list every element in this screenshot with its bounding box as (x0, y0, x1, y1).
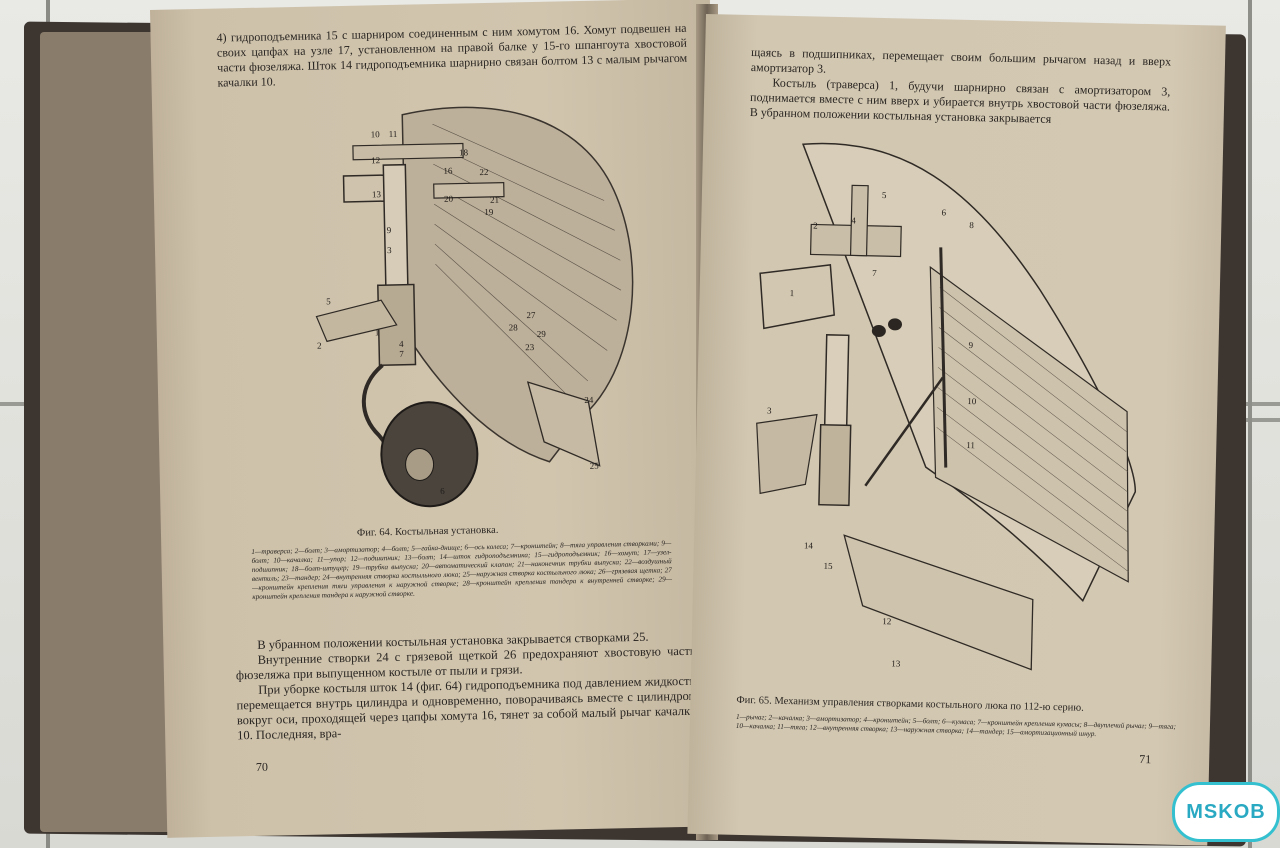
fig65-callout-label: 2 (813, 220, 818, 230)
fig64-callout-label: 2 (317, 340, 322, 350)
fig65-callout-label: 14 (804, 540, 814, 550)
fig65-callout-label: 1 (790, 288, 795, 298)
watermark-logo: MSKOB (1172, 782, 1280, 842)
fig65-callout-label: 5 (882, 190, 887, 200)
body-paragraph: При уборке костыля шток 14 (фиг. 64) гид… (236, 673, 697, 743)
figure-65-caption: Фиг. 65. Механизм управления створками к… (736, 694, 1084, 714)
fig65-callout-label: 3 (767, 405, 772, 415)
right-top-text: щаясь в подшипниках, перемещает своим бо… (750, 45, 1172, 130)
fig65-callout-label: 7 (872, 268, 877, 278)
fig64-callout-label: 13 (372, 189, 382, 199)
fig64-callout-label: 3 (387, 245, 392, 255)
fig64-callout-label: 18 (459, 147, 469, 157)
fig65-callout-label: 12 (882, 616, 891, 626)
fig64-callout-label: 29 (537, 329, 547, 339)
fig65-callout-label: 11 (966, 440, 975, 450)
fig64-callout-label: 7 (399, 349, 404, 359)
fig65-callout-label: 9 (968, 340, 973, 350)
fig64-callout-label: 4 (399, 339, 404, 349)
figure-65-legend: 1—рычаг; 2—качалка; 3—амортизатор; 4—кро… (735, 712, 1177, 739)
fig64-callout-label: 28 (509, 322, 519, 332)
left-page: 4) гидроподъемника 15 с шарниром соедине… (150, 0, 728, 838)
fig65-callout-label: 15 (823, 561, 833, 571)
fig64-callout-label: 24 (584, 395, 594, 405)
tile-grout (1230, 418, 1280, 422)
fig64-callout-label: 25 (590, 461, 600, 471)
fig64-callout-label: 5 (326, 296, 331, 306)
page-number-right: 71 (1139, 752, 1152, 767)
fig64-callout-label: 23 (525, 342, 535, 352)
fig65-callout-label: 4 (851, 215, 856, 225)
fig64-callout-label: 19 (484, 207, 494, 217)
left-body-text: В убранном положении костыльная установк… (235, 629, 697, 744)
fig64-callout-label: 20 (444, 194, 454, 204)
fig64-callout-label: 16 (443, 166, 453, 176)
fig65-callout-label: 6 (941, 207, 946, 217)
fig64-callout-label: 21 (490, 195, 499, 205)
figure-64-caption: Фиг. 64. Костыльная установка. (356, 524, 499, 539)
fig64-callout-label: 6 (440, 486, 445, 496)
fig64-callout-label: 9 (387, 225, 392, 235)
body-paragraph: Костыль (траверса) 1, будучи шарнирно св… (749, 75, 1171, 126)
fig65-callout-label: 13 (891, 658, 901, 668)
fig64-callout-label: 12 (371, 155, 380, 165)
fig64-callout-label: 27 (526, 310, 536, 320)
fig65-callout-label: 10 (967, 396, 977, 406)
fig65-callout-label: 8 (969, 220, 974, 230)
watermark-text: MSKOB (1186, 800, 1266, 823)
figure-64-legend: 1—траверса; 2—болт; 3—амортизатор; 4—бол… (251, 539, 673, 601)
page-number-left: 70 (255, 759, 269, 774)
right-page: щаясь в подшипниках, перемещает своим бо… (687, 14, 1226, 846)
fig64-callout-label: 1 (375, 327, 380, 337)
fig64-callout-label: 10 (371, 129, 381, 139)
tile-grout (1248, 0, 1252, 848)
fig64-callout-label: 22 (479, 167, 488, 177)
fig64-callout-label: 11 (389, 129, 398, 139)
